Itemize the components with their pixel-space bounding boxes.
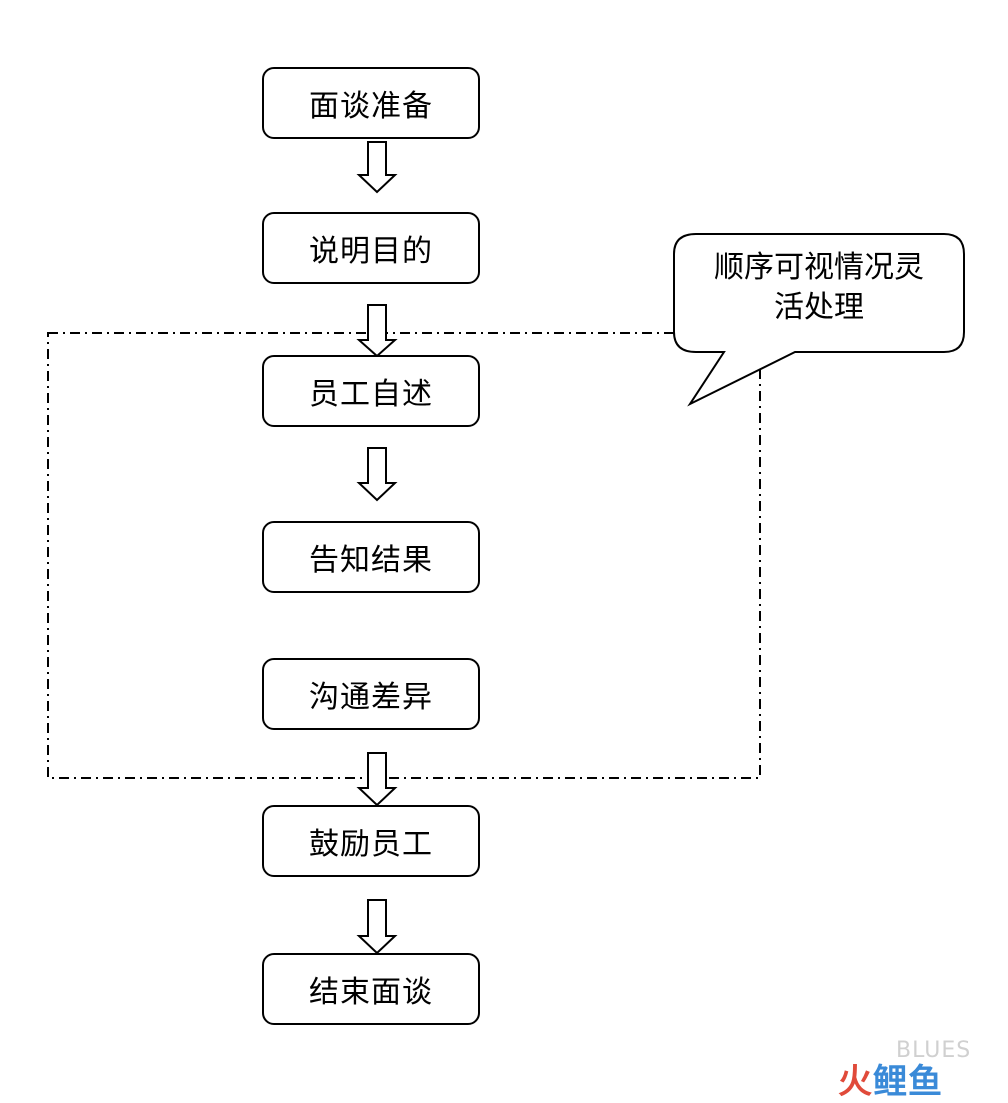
logo-char: 火	[838, 1062, 873, 1102]
arrow-3	[356, 447, 398, 502]
arrow-4	[356, 752, 398, 807]
arrow-1	[356, 141, 398, 194]
step-box: 面谈准备	[262, 67, 480, 139]
callout-line: 活处理	[774, 290, 864, 325]
step-box: 鼓励员工	[262, 805, 480, 877]
step-box: 说明目的	[262, 212, 480, 284]
callout-line: 顺序可视情况灵	[714, 250, 924, 285]
step-box: 员工自述	[262, 355, 480, 427]
watermark-logo: 火鲤鱼	[838, 1054, 943, 1103]
watermark-text: BLUES	[896, 1038, 972, 1063]
step-box: 结束面谈	[262, 953, 480, 1025]
group-frame	[47, 332, 761, 779]
step-box: 沟通差异	[262, 658, 480, 730]
callout-text: 顺序可视情况灵 活处理	[690, 248, 948, 328]
watermark: BLUES 火鲤鱼	[838, 1034, 988, 1102]
arrow-5	[356, 899, 398, 955]
arrow-2	[356, 304, 398, 358]
speech-bubble	[673, 233, 965, 407]
logo-rest: 鲤鱼	[873, 1062, 943, 1102]
step-box: 告知结果	[262, 521, 480, 593]
